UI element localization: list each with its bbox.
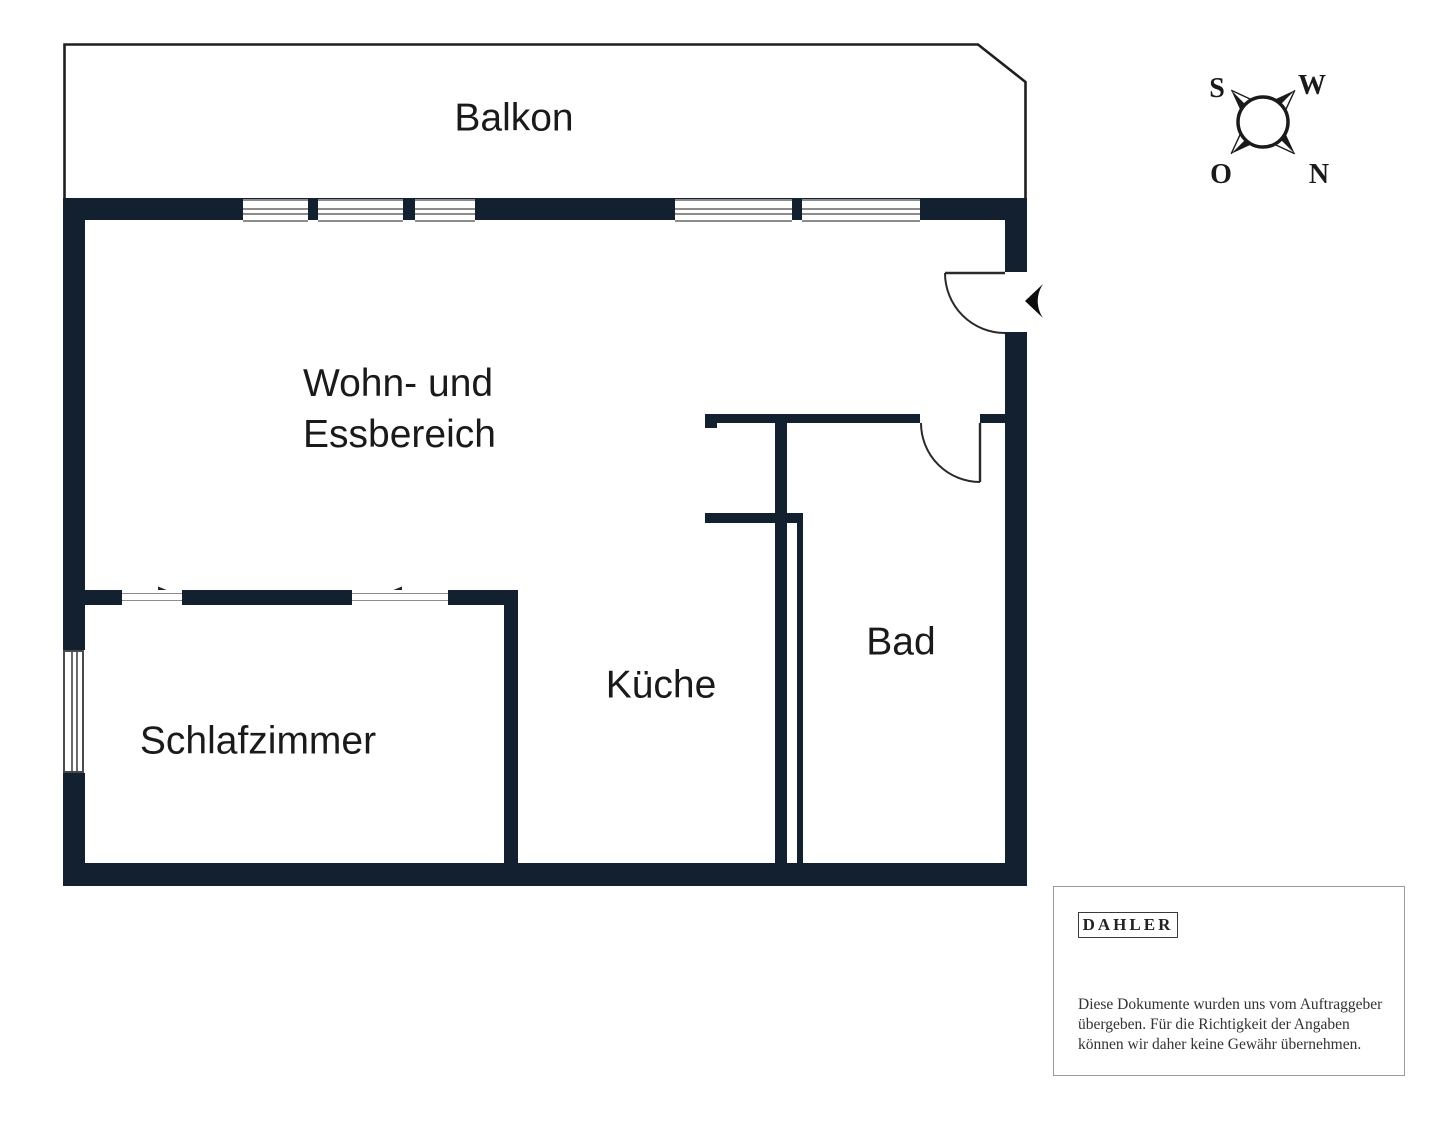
bath-door-arc <box>920 422 981 483</box>
entrance-door-arc <box>944 272 1006 334</box>
sliding-door-opening-1 <box>122 590 182 605</box>
wall-bath-shaft-line <box>797 523 803 863</box>
wall-exterior-right-upper <box>1005 198 1027 272</box>
room-label-bad: Bad <box>866 620 936 664</box>
compass-circle <box>1236 95 1290 149</box>
disclaimer-line-3: können wir daher keine Gewähr übernehmen… <box>1078 1036 1362 1053</box>
window-top-4 <box>675 199 792 222</box>
wall-bedroom-top-seg2 <box>182 590 352 605</box>
brand-box: DAHLER Diese Dokumente wurden uns vom Au… <box>1053 886 1405 1076</box>
compass-spokes <box>1230 89 1296 155</box>
room-label-wohnbereich-line2: Essbereich <box>303 413 496 456</box>
room-label-wohnbereich-line1: Wohn- und <box>303 362 494 405</box>
disclaimer-line-2: übergeben. Für die Richtigkeit der Angab… <box>1078 1016 1350 1033</box>
entrance-arrow-icon <box>1025 284 1043 318</box>
wall-bath-top-seg1 <box>705 414 920 423</box>
wall-exterior-bottom <box>63 863 1027 886</box>
room-label-kueche: Küche <box>605 663 717 707</box>
wall-kitchen-niche-stub <box>705 513 803 523</box>
sliding-door-opening-2 <box>352 590 448 605</box>
dahler-logo: DAHLER <box>1078 912 1178 938</box>
window-top-2 <box>318 199 403 222</box>
room-label-schlafzimmer: Schlafzimmer <box>139 719 377 763</box>
wall-exterior-left-lower <box>63 773 85 886</box>
window-top-5 <box>802 199 920 222</box>
compass-rose: S W O N <box>1209 70 1329 190</box>
compass-label-s: S <box>1209 73 1225 104</box>
compass-label-n: N <box>1309 159 1329 190</box>
disclaimer-text: Diese Dokumente wurden uns vom Auftragge… <box>1078 995 1382 1055</box>
disclaimer-line-1: Diese Dokumente wurden uns vom Auftragge… <box>1078 996 1383 1013</box>
wall-exterior-left-upper <box>63 198 85 650</box>
window-top-1 <box>243 199 308 222</box>
wall-bath-top-end-stub <box>705 414 717 428</box>
wall-kitchen-bath-divider <box>775 414 787 863</box>
room-label-balkon: Balkon <box>454 96 574 140</box>
wall-bedroom-right <box>504 590 518 863</box>
wall-bath-top-seg2 <box>980 414 1005 423</box>
window-top-3 <box>415 199 475 222</box>
wall-bedroom-top-seg3 <box>448 590 518 605</box>
wall-exterior-right-lower <box>1005 332 1027 886</box>
wall-bedroom-top-seg1 <box>63 590 122 605</box>
compass-label-o: O <box>1210 159 1232 190</box>
compass-label-w: W <box>1298 70 1326 101</box>
window-bedroom-left <box>63 650 84 773</box>
